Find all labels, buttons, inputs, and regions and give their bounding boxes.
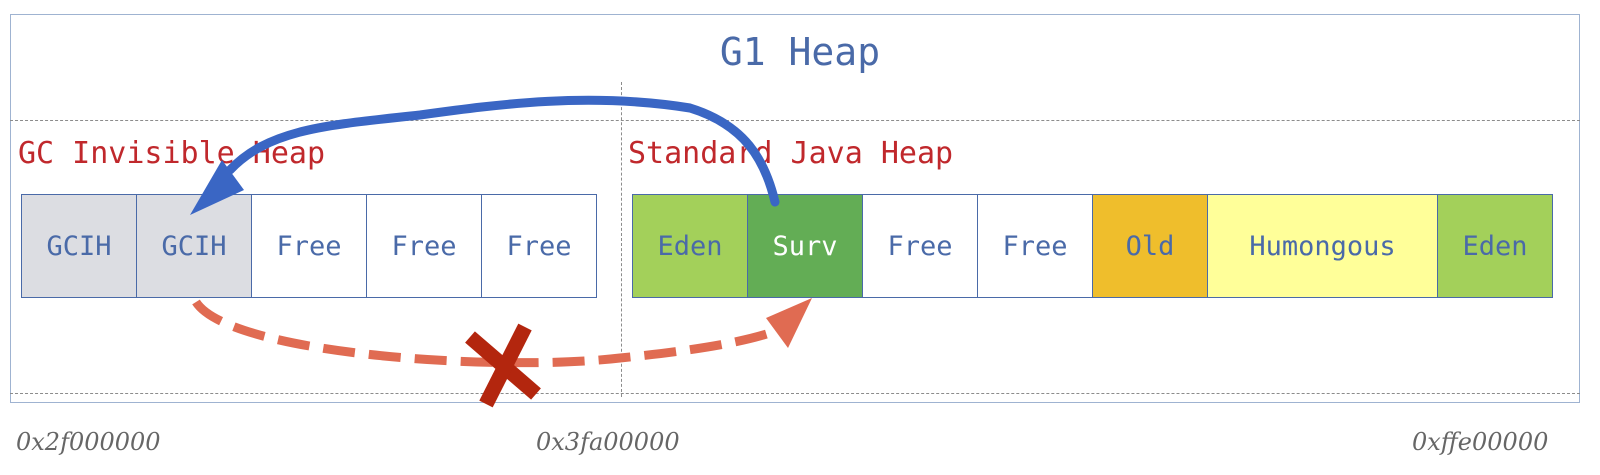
java-cell-old: Old: [1092, 194, 1208, 298]
gcih-cell-free: Free: [481, 194, 597, 298]
heap-title: G1 Heap: [719, 30, 881, 74]
address-boundary: 0x3fa00000: [536, 428, 680, 456]
allowed-reference-arrow: [225, 95, 780, 207]
java-cell-eden: Eden: [632, 194, 748, 298]
java-cell-free: Free: [862, 194, 978, 298]
allowed-arrow-head: [190, 160, 244, 215]
java-cell-free: Free: [977, 194, 1093, 298]
blocked-x-mark: [465, 323, 541, 408]
java-cell-surv: Surv: [747, 194, 863, 298]
address-start: 0x2f000000: [16, 428, 161, 456]
standard-java-heap-label: Standard Java Heap: [628, 136, 954, 171]
gcih-cell-free: Free: [251, 194, 367, 298]
blocked-reference-arrow: [192, 299, 793, 368]
java-cell-humongous: Humongous: [1207, 194, 1438, 298]
address-end: 0xffe00000: [1412, 428, 1549, 456]
g1-heap-frame: [10, 14, 1580, 403]
region-boundary-line: [621, 82, 622, 397]
region-top-divider: [10, 120, 1580, 121]
region-bottom-divider: [10, 393, 1580, 394]
gcih-cell-gcih: GCIH: [21, 194, 137, 298]
blocked-arrow-head: [766, 298, 812, 348]
gcih-cell-free: Free: [366, 194, 482, 298]
java-cell-eden: Eden: [1437, 194, 1553, 298]
